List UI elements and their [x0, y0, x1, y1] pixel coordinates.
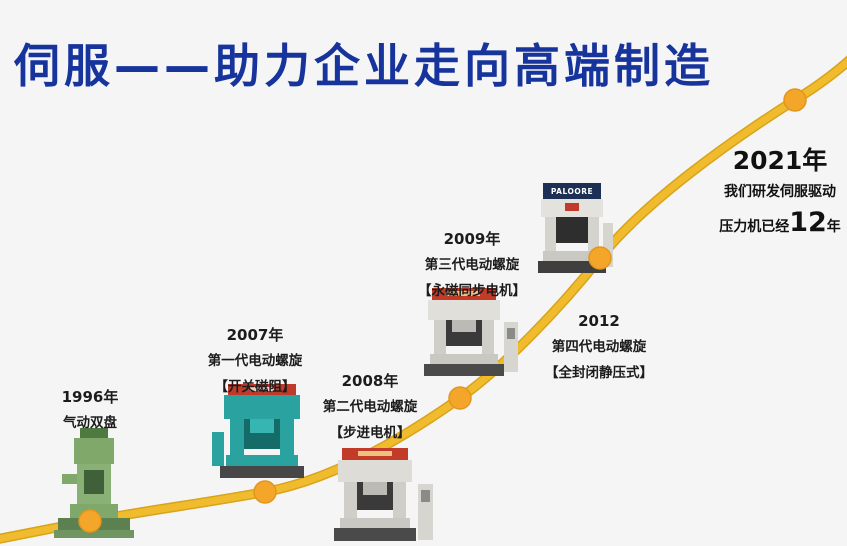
- milestone-2021-desc: 我们研发伺服驱动: [724, 184, 836, 200]
- milestone-2009-desc: 第三代电动螺旋: [424, 257, 520, 273]
- milestone-2009-note: 【永磁同步电机】: [418, 283, 526, 299]
- milestone-2012-note: 【全封闭静压式】: [545, 365, 653, 381]
- finale-suffix: 年: [826, 219, 841, 235]
- milestone-2009: 2009年 第三代电动螺旋 【永磁同步电机】: [398, 226, 546, 304]
- milestone-2008-year: 2008年: [341, 372, 399, 390]
- milestone-2008: 2008年 第二代电动螺旋 【步进电机】: [300, 368, 440, 446]
- milestone-1996-year: 1996年: [61, 388, 119, 406]
- machine-2009-image: [420, 288, 518, 380]
- milestone-2012-desc: 第四代电动螺旋: [551, 339, 647, 355]
- milestone-2012-year: 2012: [578, 312, 620, 330]
- page-title: 伺服——助力企业走向高端制造: [14, 39, 714, 93]
- finale-prefix: 压力机已经: [719, 219, 790, 235]
- milestone-2008-desc: 第二代电动螺旋: [322, 399, 418, 415]
- milestone-2012: 2012 第四代电动螺旋 【全封闭静压式】: [525, 308, 673, 386]
- milestone-2021-year: 2021年: [732, 146, 828, 175]
- machine-2012-brand-label: PALOORE: [551, 187, 593, 196]
- milestone-2021-note: 压力机已经12年: [700, 206, 847, 244]
- machine-2008-image: [328, 448, 433, 546]
- milestone-1996-desc: 气动双盘: [63, 415, 117, 431]
- machine-2012-image: PALOORE: [533, 183, 613, 283]
- milestone-2007: 2007年 第一代电动螺旋 【开关磁阻】: [185, 322, 325, 400]
- machine-1996-image: [50, 428, 138, 540]
- finale-years-count: 12: [789, 207, 827, 238]
- milestone-2009-year: 2009年: [443, 230, 501, 248]
- milestone-2007-note: 【开关磁阻】: [214, 379, 296, 395]
- milestone-2008-note: 【步进电机】: [329, 425, 411, 441]
- milestone-2007-desc: 第一代电动螺旋: [207, 353, 303, 369]
- machine-2007-image: [212, 384, 312, 482]
- milestone-2007-year: 2007年: [226, 326, 284, 344]
- milestone-1996: 1996年 气动双盘: [40, 384, 140, 436]
- milestone-2021: 2021年 我们研发伺服驱动 压力机已经12年: [700, 144, 847, 244]
